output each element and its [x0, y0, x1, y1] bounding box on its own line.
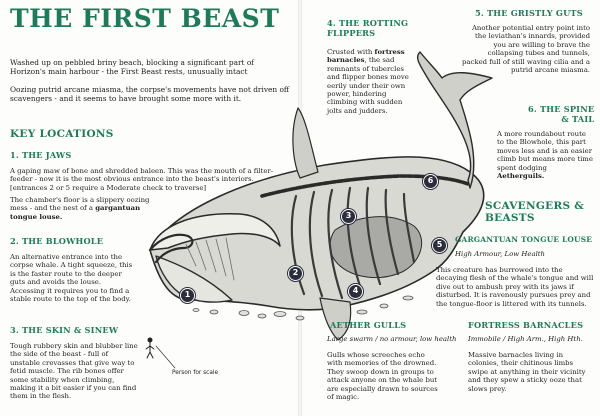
page-title: THE FIRST BEAST	[10, 4, 280, 33]
spine-tail-heading: 6. THE SPINE& TAIL	[528, 104, 595, 124]
whale-jaw-bone	[148, 233, 194, 264]
skin-sinew-text: Tough rubbery skin and blubber line the …	[10, 342, 138, 401]
skin-sinew-heading: 3. THE SKIN & SINEW	[10, 325, 119, 335]
location-marker-2[interactable]: 2	[288, 266, 303, 281]
gristly-guts-heading: 5. THE GRISTLY GUTS	[475, 8, 583, 18]
key-locations-heading: KEY LOCATIONS	[10, 128, 114, 140]
scavengers-heading: SCAVENGERS &BEASTS	[485, 200, 585, 224]
location-marker-3[interactable]: 3	[341, 209, 356, 224]
person-for-scale-label: Person for scale	[172, 370, 219, 376]
jaws-heading: 1. THE JAWS	[10, 150, 72, 160]
spine-tail-text: A more roundabout route to the Blowhole,…	[497, 130, 593, 181]
intro-paragraph-1: Washed up on pebbled briny beach, blocki…	[10, 58, 255, 76]
location-marker-5[interactable]: 5	[432, 238, 447, 253]
fortress-barnacles-heading: FORTRESS BARNACLES	[468, 320, 584, 330]
person-for-scale	[145, 337, 176, 369]
fortress-barnacles-ref: fortress barnacles	[327, 48, 405, 65]
tongue-louse-stats: High Armour, Low Health	[455, 250, 545, 258]
blowhole-heading: 2. THE BLOWHOLE	[10, 236, 104, 246]
aether-gulls-text: Gulls whose screeches echo with memories…	[327, 351, 438, 402]
location-marker-4[interactable]: 4	[348, 284, 363, 299]
flipper-upper	[292, 107, 319, 179]
gargantuan-tongue-louse-ref: gargantuan tongue louse.	[10, 204, 141, 221]
jaws-nest-text: The chamber's floor is a slippery oozing…	[10, 196, 150, 221]
fortress-barnacles-stats: Immobile / High Arm., High Hth.	[468, 335, 583, 343]
intro-paragraph-2: Oozing putrid arcane miasma, the corpse'…	[10, 85, 290, 103]
aether-gulls-heading: AETHER GULLS	[330, 320, 407, 330]
fortress-barnacles-text: Massive barnacles living in colonies, th…	[468, 351, 586, 393]
flipper-lower	[319, 297, 352, 341]
location-marker-6[interactable]: 6	[423, 174, 438, 189]
whale-lower-jaw	[155, 255, 233, 303]
jaws-text: A gaping maw of bone and shredded baleen…	[10, 167, 274, 192]
tongue-louse-text: This creature has burrowed into the deca…	[436, 266, 594, 308]
rotting-flippers-text: Crusted with fortress barnacles, the sad…	[327, 48, 409, 115]
whale-spine	[260, 174, 470, 198]
aether-gulls-stats: Large swarm / no armour, low health	[327, 335, 457, 343]
whale-skull	[149, 213, 281, 251]
blowhole-text: An alternative entrance into the corpse …	[10, 253, 133, 304]
tongue-louse-heading: GARGANTUAN TONGUE LOUSE	[455, 235, 593, 244]
aetherguils-ref: Aetherguils.	[497, 172, 545, 181]
location-marker-1[interactable]: 1	[180, 288, 195, 303]
whale-tail	[416, 51, 493, 189]
gristly-guts-text: Another potential entry point into the l…	[462, 24, 590, 75]
